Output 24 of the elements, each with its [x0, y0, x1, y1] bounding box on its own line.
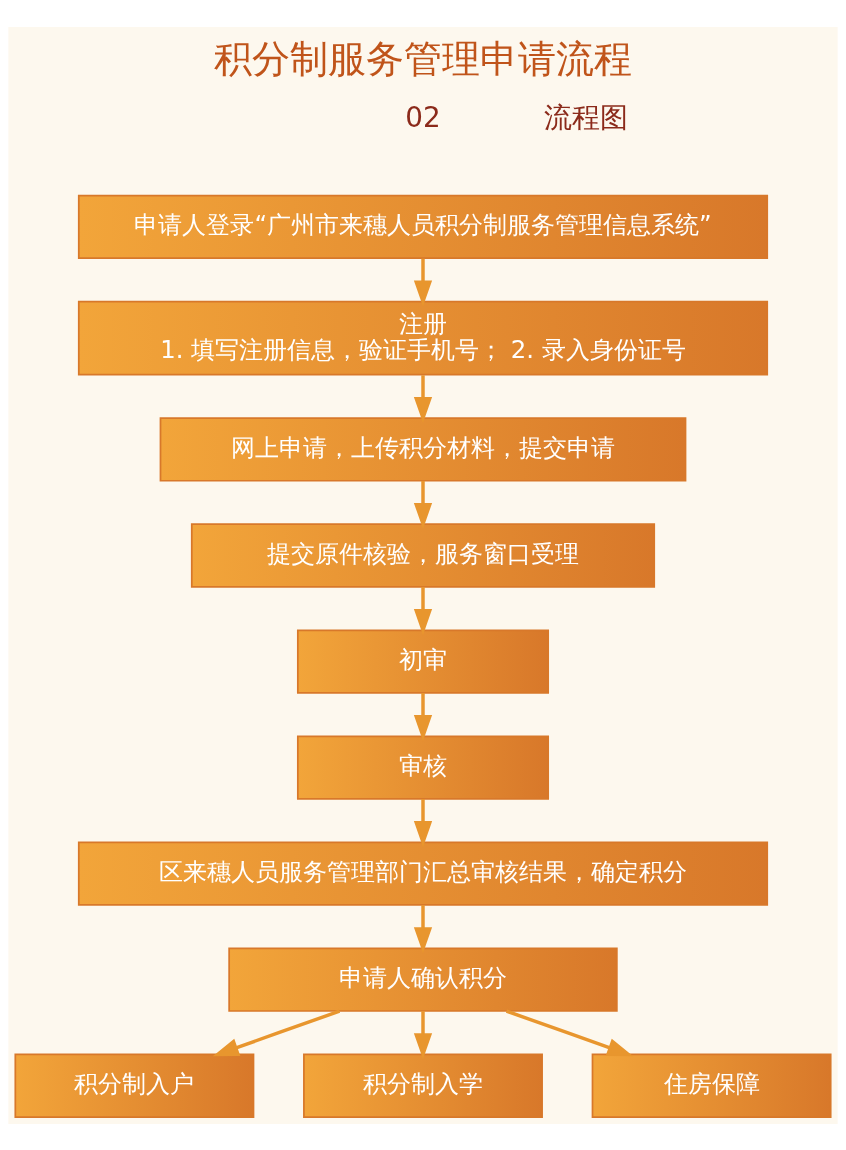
arrow [413, 1010, 433, 1059]
label: 02 [405, 100, 441, 134]
node-box: 初审 [296, 628, 550, 694]
node-box: 积分制入学 [303, 1053, 543, 1118]
node-box: 住房保障 [591, 1053, 832, 1118]
node-box: 区来穗人员服务管理部门汇总审核结果，确定积分 [77, 841, 769, 906]
node-box: 积分制入户 [14, 1053, 255, 1118]
arrow [413, 480, 433, 529]
node-box: 申请人登录“广州市来穗人员积分制服务管理信息系统” [77, 194, 769, 259]
diagram-title: 积分制服务管理申请流程 [214, 36, 632, 81]
arrow [413, 258, 433, 306]
arrow [212, 1009, 341, 1056]
arrow [413, 374, 433, 423]
node-box: 申请人确认积分 [228, 947, 618, 1012]
arrow [413, 904, 433, 953]
arrow [413, 692, 433, 741]
label: 流程图 [544, 100, 629, 134]
node-box: 提交原件核验，服务窗口受理 [190, 522, 656, 588]
arrow [505, 1009, 634, 1056]
node-box: 审核 [296, 734, 550, 800]
node-box: 注册 1. 填写注册信息，验证手机号； 2. 录入身份证号 [77, 300, 769, 376]
node-box: 网上申请，上传积分材料，提交申请 [159, 416, 687, 482]
arrow [413, 798, 433, 847]
arrow [413, 586, 433, 635]
